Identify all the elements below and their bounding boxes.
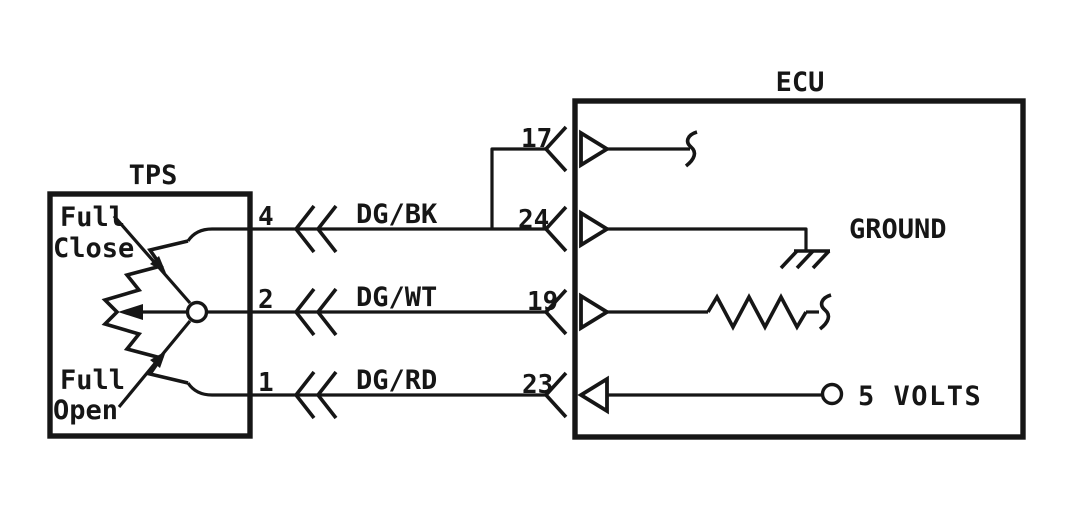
wire-dg-rd: 1 DG/RD 23 [251,365,568,420]
pin-buffer-triangle-icon [579,292,611,332]
inline-connector-chevron-icon [315,204,338,254]
ground-hatch [795,249,815,270]
ecu-pin24-circuit: GROUND [579,209,947,270]
ecu-pin-24-label: 24 [518,205,549,235]
full-open-arrow-line [117,319,192,409]
ecu-component: ECU GROUND [572,67,1026,440]
pot-lead-pin1 [186,382,251,397]
full-open-label-line2: Open [53,395,118,426]
pot-wiper-terminal-node [185,300,209,324]
ground-hatch [811,249,831,270]
circuit-break-squiggle-icon [818,293,832,331]
tps-component: TPS Full Close Full Open [47,160,253,439]
tps-box [47,191,253,439]
wire-color-dg-bk-label: DG/BK [356,199,438,230]
wire-color-dg-wt-label: DG/WT [356,282,437,313]
inline-connector-chevron-icon [315,287,338,337]
wire-dg-wt: 2 DG/WT 19 [251,282,568,337]
full-open-arrowhead-icon [150,351,166,368]
full-close-arrowhead-icon [150,256,166,273]
pin24-internal-wire [607,227,808,251]
wire-branch-pin17: 17 [490,124,568,229]
ground-hatch [779,249,799,270]
full-open-label-line1: Full [60,365,125,396]
circuit-break-squiggle-icon [684,130,698,168]
pin-driver-triangle-icon [577,375,609,415]
wire-dg-bk: 4 DG/BK 24 [251,199,568,254]
ecu-title: ECU [776,67,825,98]
tps-title: TPS [129,160,178,191]
potentiometer-icon [101,214,251,409]
ecu-connector-chevron-icon [543,125,568,173]
ecu-box [572,98,1026,440]
branch-wire-line [490,147,546,229]
inline-connector-chevron-icon [315,370,338,420]
full-close-label-line2: Close [53,233,134,264]
five-volts-label: 5 VOLTS [858,381,982,412]
tps-pin-4-label: 4 [258,202,274,232]
ecu-pin17-circuit [579,129,698,169]
tps-pin-2-label: 2 [258,285,274,315]
resistor-zigzag-icon [706,293,808,331]
pot-wiper-arrowhead-icon [118,304,143,320]
chassis-ground-icon [779,249,831,270]
harness-wires: 4 DG/BK 24 17 2 DG/WT 19 1 DG/RD [251,124,568,420]
ground-label: GROUND [849,214,947,245]
voltage-source-terminal-icon [820,382,844,406]
wire-color-dg-rd-label: DG/RD [356,365,437,396]
inline-connector-chevron-icon [293,370,316,420]
full-close-arrow-line [112,214,192,305]
pin-buffer-triangle-icon [579,209,611,249]
tps-pin-1-label: 1 [258,368,274,398]
inline-connector-chevron-icon [293,287,316,337]
ecu-pin19-circuit [579,292,832,332]
ecu-connector-chevron-icon [543,371,568,419]
pin-buffer-triangle-icon [579,129,611,169]
ecu-connector-chevron-icon [543,288,568,336]
pot-lead-pin4 [186,227,251,242]
inline-connector-chevron-icon [293,204,316,254]
ecu-connector-chevron-icon [543,205,568,253]
ecu-pin23-circuit: 5 VOLTS [577,375,982,415]
